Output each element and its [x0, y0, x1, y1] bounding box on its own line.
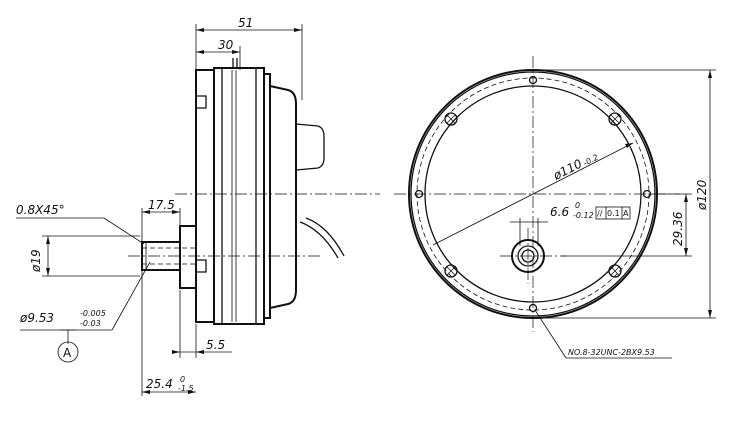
dim-bore-tol-upper: -0.005: [80, 309, 106, 318]
front-view: ø110 -0.2 6.6 0 -0.12 // 0.1 A 29.36 ø: [394, 56, 716, 359]
dim-shaft-extent-tol-lower: -1.5: [178, 384, 194, 393]
dim-bore-tol-lower: -0.03: [80, 319, 101, 328]
dim-offset-tol-lower: -0.12: [573, 211, 594, 220]
dim-step: 5.5: [206, 338, 225, 352]
dim-overall-length: 51: [238, 16, 253, 30]
gdt-symbol: //: [597, 209, 603, 218]
gdt-value: 0.1: [607, 209, 620, 218]
dim-offset: 6.6: [550, 205, 569, 219]
dim-chamfer: 0.8X45°: [16, 203, 65, 217]
dim-flange-length: 30: [218, 38, 234, 52]
screw-icon: [444, 112, 458, 126]
screw-icon: [608, 264, 622, 278]
dim-shaft-dia: ø19: [29, 249, 43, 273]
screw-icon: [608, 112, 622, 126]
dim-bolt-circle-tol: -0.2: [582, 153, 600, 168]
dim-center-height: 29.36: [671, 211, 685, 246]
gdt-datum: A: [623, 209, 629, 218]
datum-label: A: [63, 346, 72, 360]
dim-offset-tol-upper: 0: [575, 201, 580, 210]
screw-icon: [444, 264, 458, 278]
dim-bolt-circle: ø110: [550, 156, 585, 183]
side-view: 51 30: [16, 16, 380, 396]
dim-shaft-extent: 25.4: [146, 377, 173, 391]
dim-bore-dia: ø9.53: [19, 311, 54, 325]
dim-shaft-length: 17.5: [148, 198, 175, 212]
dim-outer-dia: ø120: [695, 179, 709, 211]
thread-note: NO.8-32UNC-2BX9.53: [568, 348, 655, 357]
gdt-frame: // 0.1 A: [595, 206, 631, 220]
dim-shaft-extent-tol-upper: 0: [180, 375, 185, 384]
